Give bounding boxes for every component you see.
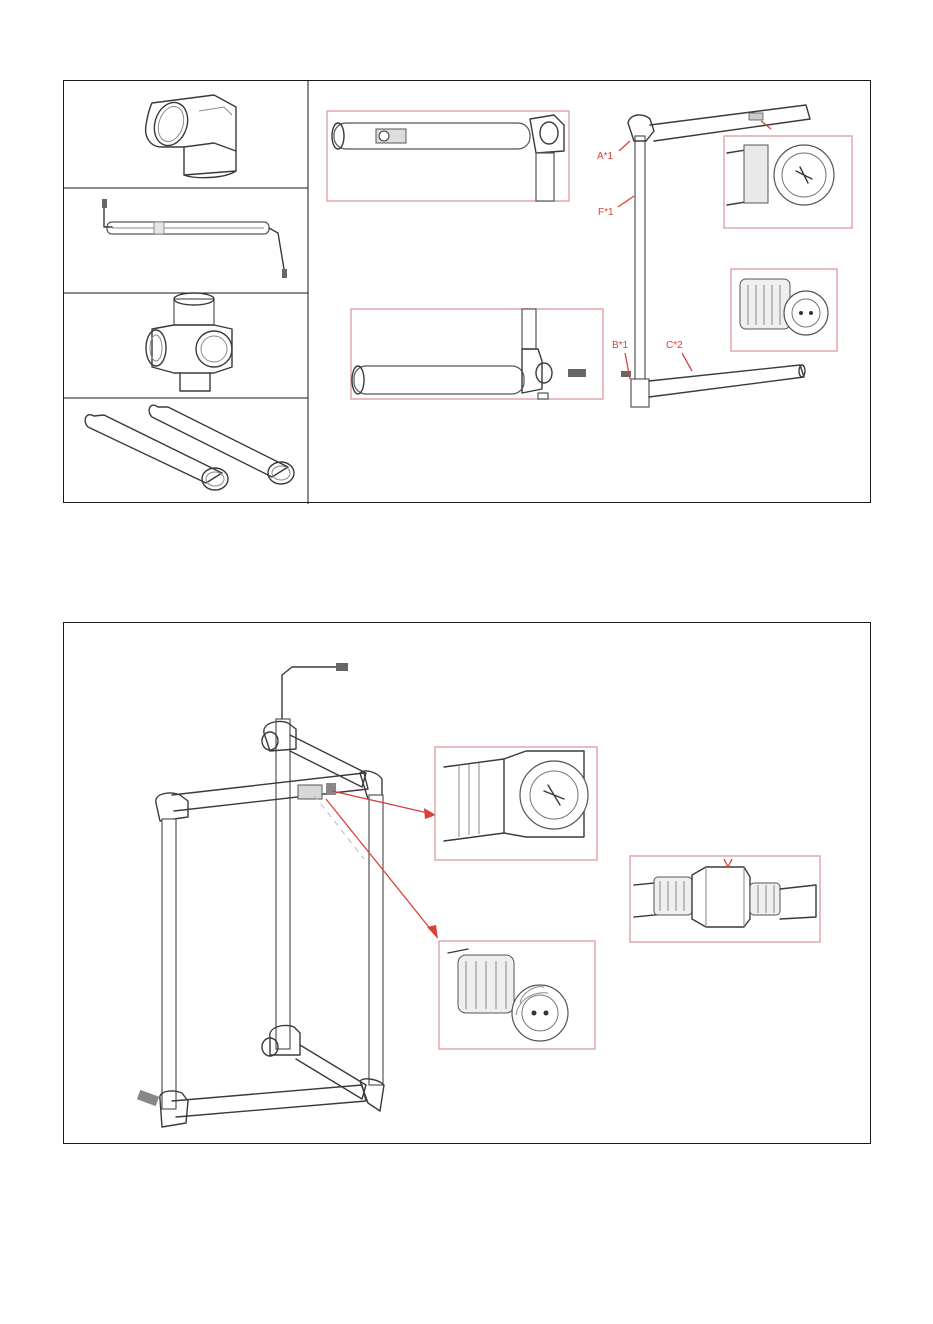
detail-plug-end xyxy=(439,941,595,1049)
detail-pipe-cross-zoom xyxy=(351,309,603,399)
cross-connector-part xyxy=(146,293,232,391)
guide-line xyxy=(314,795,364,859)
detail-joined-connector xyxy=(630,856,820,942)
straight-pipes-part xyxy=(85,405,294,490)
top-figure-frame: A*1 F*1 B*1 C*2 xyxy=(63,80,871,503)
detail-pipe-elbow-zoom xyxy=(327,111,569,201)
callout-a: A*1 xyxy=(597,151,614,162)
top-figure-drawing: A*1 F*1 B*1 C*2 xyxy=(64,81,872,504)
l-frame-assembly xyxy=(621,105,810,407)
detail-socket-zoom xyxy=(724,136,852,228)
detail-plug-zoom xyxy=(731,269,837,351)
bottom-figure-drawing xyxy=(64,623,872,1145)
elbow-connector-part xyxy=(146,95,236,178)
detail-socket-face xyxy=(435,747,597,860)
callout-b: B*1 xyxy=(612,340,629,351)
callout-c: C*2 xyxy=(666,340,683,351)
cable-plug-icon xyxy=(336,663,348,671)
cable-pipe-part xyxy=(102,199,287,278)
box-frame-assembly xyxy=(137,663,384,1127)
cable-plug-icon xyxy=(282,269,287,278)
cable-plug-icon xyxy=(102,199,107,208)
bottom-figure-frame xyxy=(63,622,871,1144)
callout-f: F*1 xyxy=(598,207,614,218)
